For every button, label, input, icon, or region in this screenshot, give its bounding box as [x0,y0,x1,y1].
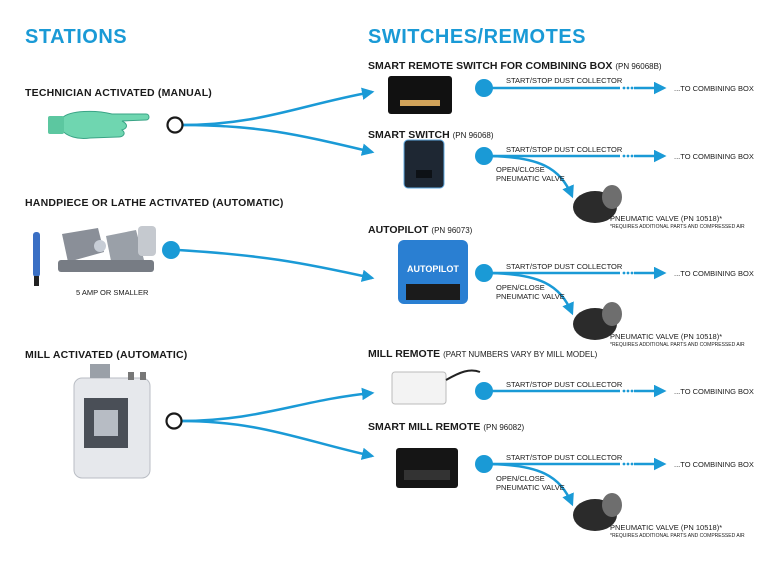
stations-heading: STATIONS [25,26,128,48]
open-close-line2: PNEUMATIC VALVE [496,483,565,492]
start-stop-label-5: START/STOP DUST COLLECTOR [506,453,623,462]
open-close-label-3: OPEN/CLOSE PNEUMATIC VALVE [496,474,565,492]
to-combining-box-5: ...TO COMBINING BOX [674,460,754,469]
valve-label-2: PNEUMATIC VALVE (PN 10518)* [610,332,723,341]
autopilot-pn: (PN 96073) [431,226,473,235]
to-combining-box-2: ...TO COMBINING BOX [674,152,754,161]
start-stop-label-1: START/STOP DUST COLLECTOR [506,76,623,85]
technician-station-label: TECHNICIAN ACTIVATED (MANUAL) [25,87,213,99]
mill-station-label: MILL ACTIVATED (AUTOMATIC) [25,349,188,361]
wire-technician-to-smart-remote [181,87,375,127]
smart-switch-title: SMART SWITCH (PN 96068) [368,129,494,141]
open-close-line1: OPEN/CLOSE [496,165,545,174]
handpiece-lathe-image [33,226,156,286]
open-close-line1: OPEN/CLOSE [496,283,545,292]
autopilot-image [398,240,468,304]
smart-mill-remote-pn: (PN 96082) [483,423,525,432]
start-stop-label-3: START/STOP DUST COLLECTOR [506,262,623,271]
smart-mill-remote-title: SMART MILL REMOTE (PN 96082) [368,421,524,433]
mill-machine-image [73,364,151,479]
start-stop-label-4: START/STOP DUST COLLECTOR [506,380,623,389]
smart-remote-title-text: SMART REMOTE SWITCH FOR COMBINING BOX [368,60,613,72]
autopilot-title: AUTOPILOT (PN 96073) [368,224,472,236]
mill-remote-image [391,369,481,405]
smart-switch-image [403,139,445,189]
mill-remote-pn: (PART NUMBERS VARY BY MILL MODEL) [443,350,598,359]
start-stop-label-2: START/STOP DUST COLLECTOR [506,145,623,154]
valve-note-1: *REQUIRES ADDITIONAL PARTS AND COMPRESSE… [610,224,745,230]
open-close-label-1: OPEN/CLOSE PNEUMATIC VALVE [496,165,565,183]
wire-technician-to-smart-switch [181,123,375,156]
gloved-hand-icon [48,110,150,139]
to-combining-box-1: ...TO COMBINING BOX [674,84,754,93]
switches-heading: SWITCHES/REMOTES [368,26,587,48]
valve-label-1: PNEUMATIC VALVE (PN 10518)* [610,214,723,223]
valve-label-3: PNEUMATIC VALVE (PN 10518)* [610,523,723,532]
smart-remote-pn: (PN 96068B) [615,62,662,71]
wire-mill-to-mill-remote [179,387,375,423]
open-close-line1: OPEN/CLOSE [496,474,545,483]
wire-handpiece-to-autopilot [177,248,375,282]
pneumatic-valve-image-3 [573,493,622,531]
autopilot-title-text: AUTOPILOT [368,224,429,236]
smart-remote-title: SMART REMOTE SWITCH FOR COMBINING BOX (P… [368,60,662,72]
handpiece-station-label: HANDPIECE OR LATHE ACTIVATED (AUTOMATIC) [25,197,284,209]
smart-mill-remote-image [396,448,458,488]
mill-remote-title-text: MILL REMOTE [368,348,441,360]
pneumatic-valve-image-1 [573,185,622,223]
open-close-line2: PNEUMATIC VALVE [496,174,565,183]
to-combining-box-3: ...TO COMBINING BOX [674,269,754,278]
wire-mill-to-smart-mill-remote [179,419,375,460]
open-close-line2: PNEUMATIC VALVE [496,292,565,301]
mill-remote-title: MILL REMOTE (PART NUMBERS VARY BY MILL M… [368,348,597,360]
valve-note-3: *REQUIRES ADDITIONAL PARTS AND COMPRESSE… [610,533,745,539]
smart-remote-switch-image [388,76,452,114]
smart-switch-pn: (PN 96068) [452,131,494,140]
smart-mill-remote-title-text: SMART MILL REMOTE [368,421,481,433]
to-combining-box-4: ...TO COMBINING BOX [674,387,754,396]
pneumatic-valve-image-2 [573,302,622,340]
smart-switch-title-text: SMART SWITCH [368,129,450,141]
autopilot-device-label: AUTOPILOT [407,264,459,274]
open-close-label-2: OPEN/CLOSE PNEUMATIC VALVE [496,283,565,301]
handpiece-note: 5 AMP OR SMALLER [76,288,149,297]
valve-note-2: *REQUIRES ADDITIONAL PARTS AND COMPRESSE… [610,342,745,348]
